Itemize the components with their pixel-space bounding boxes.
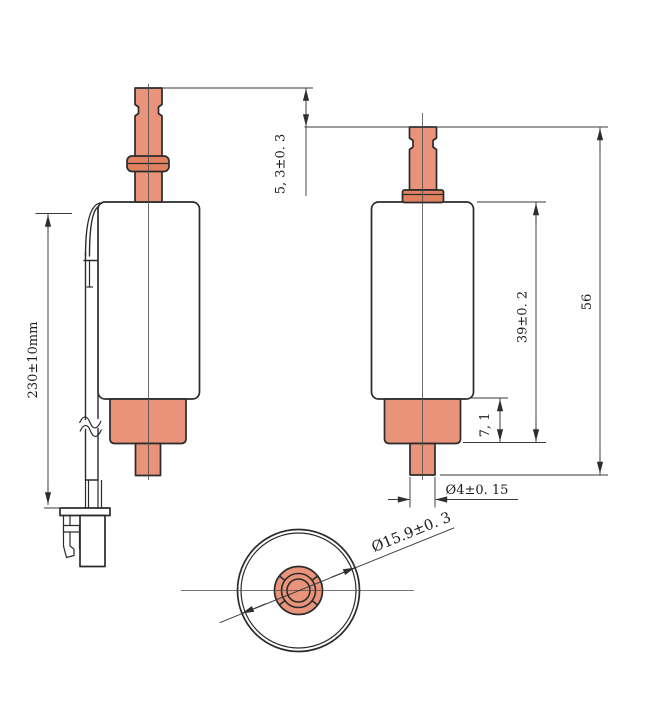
dimension-body-height: 39±0. 2 [463, 201, 546, 443]
hub-divider [278, 575, 285, 581]
left-bottom-step [109, 398, 187, 445]
wire-terminals [84, 480, 103, 508]
step-height-label: 7, 1 [478, 413, 493, 438]
shaft-diameter-label: Ø4±0. 15 [446, 483, 509, 498]
wire-break-mark-top [78, 416, 102, 429]
stroke-dimension-label: 5, 3±0. 3 [274, 134, 289, 195]
connector-flange [59, 507, 111, 517]
dimension-step-height: 7, 1 [470, 397, 508, 442]
dimension-shaft-diameter: Ø4±0. 15 [388, 477, 518, 508]
dimension-overall-height: 56 [440, 127, 608, 476]
side-view-retracted [370, 113, 475, 480]
dimension-wire-length: 230±10mm [26, 213, 72, 509]
side-view-extended [97, 84, 201, 480]
wire-bend-outer [84, 202, 101, 257]
arrow-lower-left [241, 603, 267, 614]
hub-divider [312, 575, 319, 581]
connector-body [79, 514, 106, 568]
hub-ring-dividers [278, 575, 319, 606]
connector-latch-bar [62, 524, 81, 533]
body-height-label: 39±0. 2 [516, 291, 531, 343]
right-plunger-shaft [408, 126, 438, 191]
wire-bend-inner [88, 205, 100, 257]
dimension-stroke: 5, 3±0. 3 [163, 87, 608, 196]
overall-height-label: 56 [580, 294, 595, 311]
right-plunger-collar [401, 189, 445, 204]
wire-break-mark-bottom [79, 424, 103, 438]
left-bottom-shaft [134, 442, 162, 477]
hub-divider [278, 600, 285, 606]
hub-divider [312, 600, 319, 606]
lead-wire [59, 202, 111, 568]
connector-plug [59, 507, 111, 568]
wire-length-label: 230±10mm [26, 322, 41, 399]
connector-latch [62, 515, 75, 559]
arrow-upper-right [330, 567, 356, 578]
